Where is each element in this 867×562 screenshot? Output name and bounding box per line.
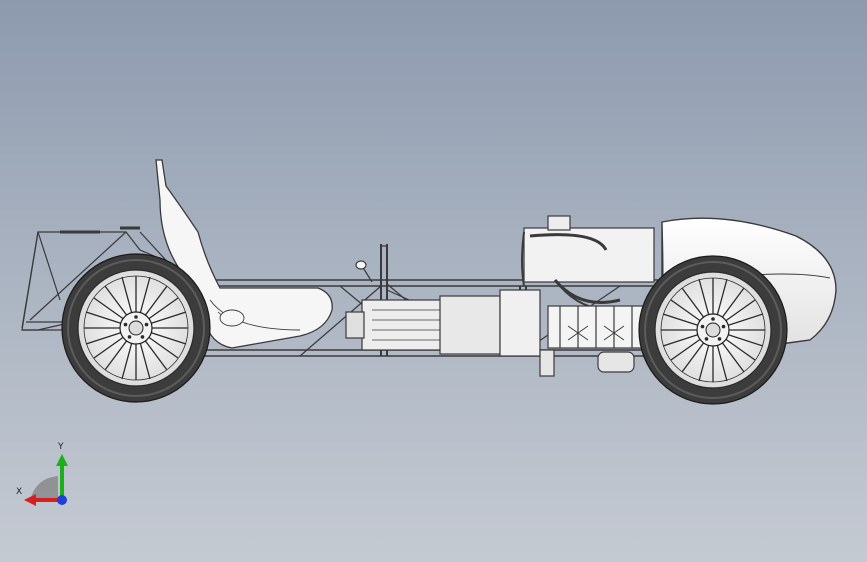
transmission: [345, 289, 541, 357]
engine: [521, 215, 655, 377]
front-wheel: [638, 255, 788, 405]
triad-x-label: X: [16, 487, 23, 497]
triad-plane-indicator: [30, 476, 58, 500]
rear-wheel: [61, 253, 211, 403]
triad-y-label: Y: [58, 442, 64, 452]
gear-lever: [355, 260, 373, 283]
z-axis-dot: [57, 495, 67, 505]
reference-triad: X Y: [10, 436, 80, 516]
